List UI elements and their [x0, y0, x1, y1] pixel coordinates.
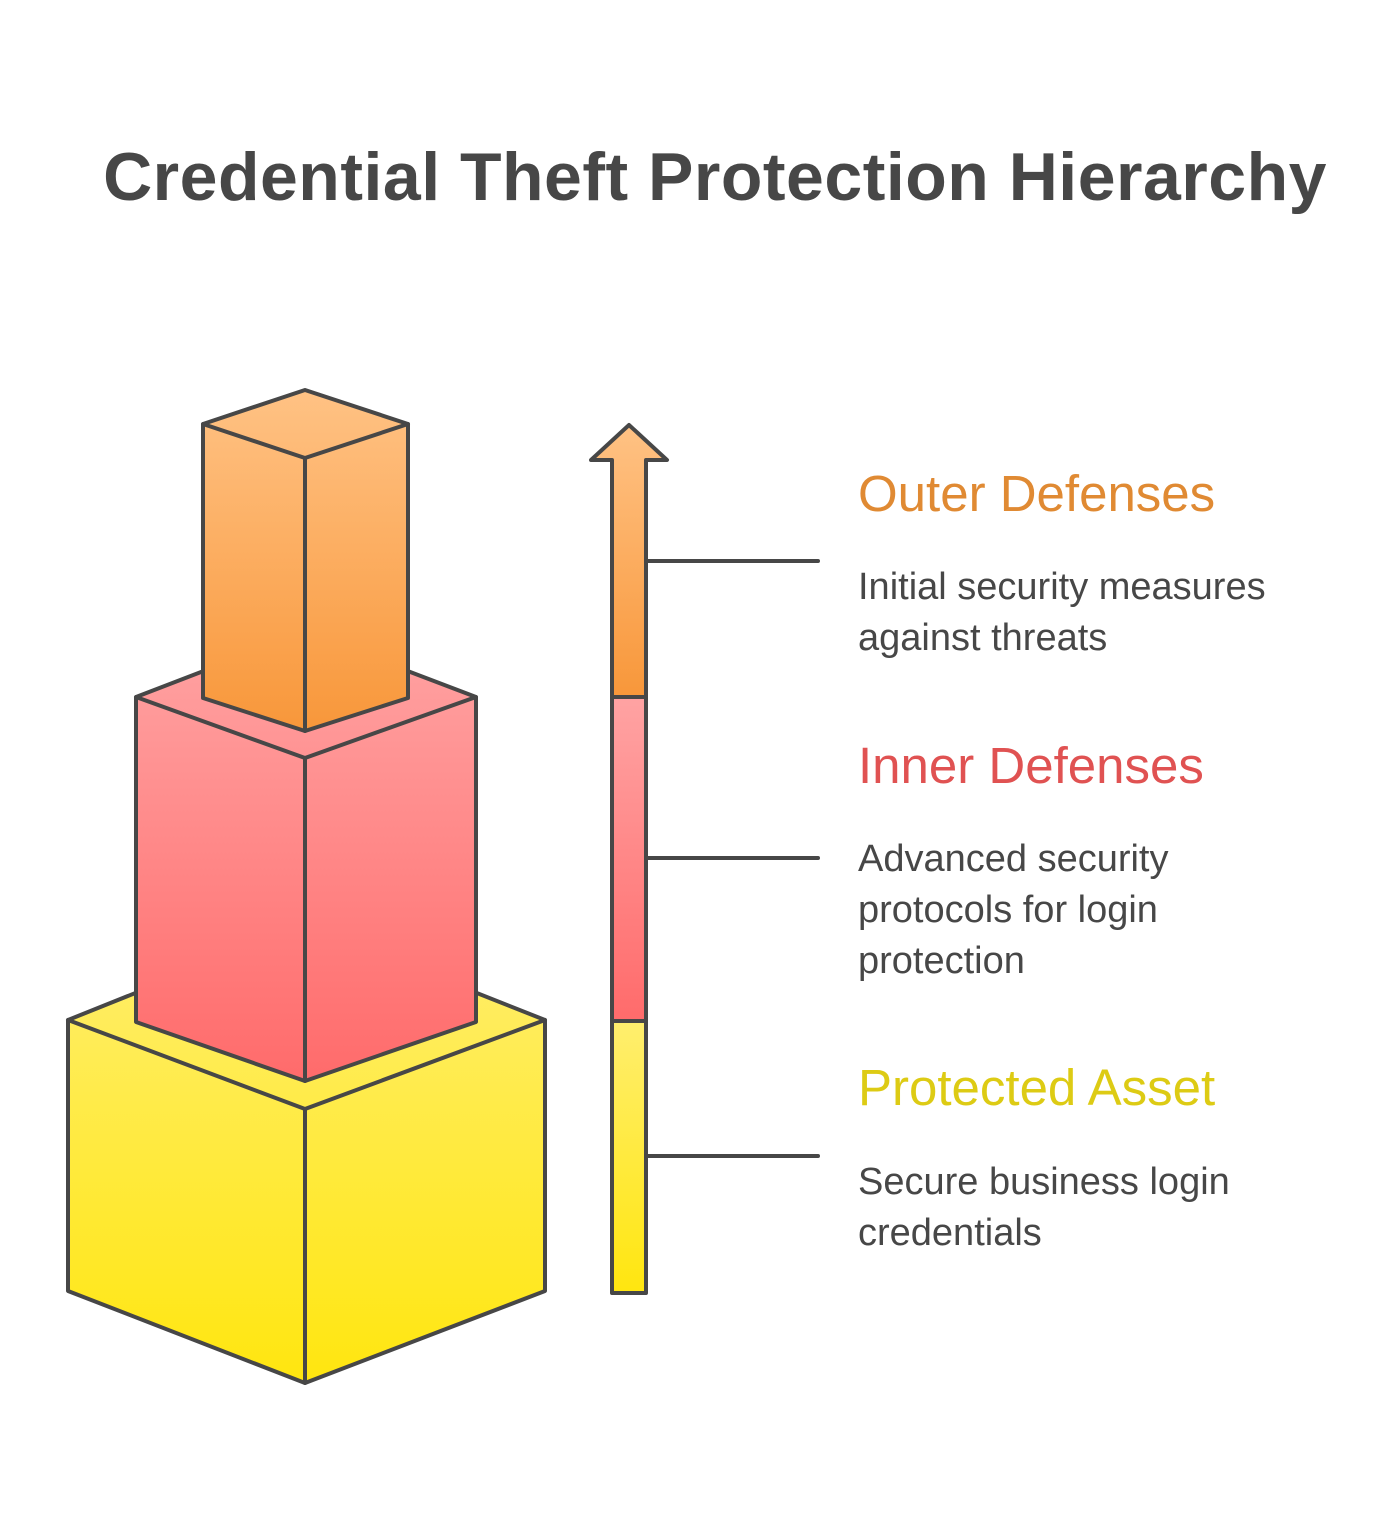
- inner-defenses-description: Advanced security protocols for login pr…: [858, 834, 1169, 987]
- description-line: Secure business login: [858, 1161, 1230, 1203]
- description-line: Advanced security: [858, 838, 1169, 880]
- description-line: Initial security measures: [858, 566, 1266, 608]
- description-line: protocols for login: [858, 889, 1158, 931]
- outer-defenses-block: [201, 388, 410, 733]
- protected-asset-heading: Protected Asset: [858, 1059, 1216, 1116]
- hierarchy-arrow: [589, 423, 669, 1295]
- description-line: protection: [858, 940, 1025, 982]
- description-line: against threats: [858, 617, 1108, 659]
- arrow-segment-outer: [589, 423, 669, 699]
- inner-defenses-heading: Inner Defenses: [858, 737, 1204, 794]
- arrow-segment-asset: [610, 1019, 648, 1295]
- protected-asset-description: Secure business login credentials: [858, 1157, 1230, 1259]
- description-line: credentials: [858, 1212, 1042, 1254]
- outer-defenses-description: Initial security measures against threat…: [858, 562, 1266, 664]
- outer-defenses-heading: Outer Defenses: [858, 465, 1216, 522]
- page-title: Credential Theft Protection Hierarchy: [103, 139, 1327, 215]
- arrow-segment-inner: [610, 695, 648, 1023]
